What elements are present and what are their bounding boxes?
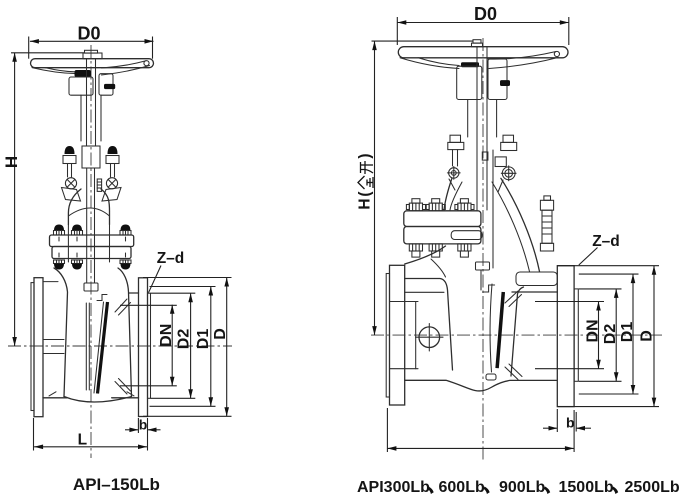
svg-text:H: H <box>2 156 21 168</box>
svg-text:API300Lb: API300Lb <box>357 479 430 496</box>
svg-text:D2: D2 <box>176 329 193 350</box>
svg-text:D: D <box>639 330 656 342</box>
svg-text:H: H <box>357 198 374 209</box>
svg-text:L: L <box>78 431 87 448</box>
svg-text:D0: D0 <box>474 4 497 24</box>
svg-text:): ) <box>357 153 374 158</box>
svg-text:DN: DN <box>158 324 175 347</box>
svg-text:2500Lb: 2500Lb <box>625 479 680 496</box>
svg-text:D2: D2 <box>602 324 619 345</box>
svg-text:Z–d: Z–d <box>592 233 620 250</box>
svg-text:D0: D0 <box>77 24 100 44</box>
svg-text:1500Lb: 1500Lb <box>559 479 614 496</box>
svg-text:D1: D1 <box>619 322 636 343</box>
svg-text:(: ( <box>357 191 374 197</box>
svg-text:600Lb: 600Lb <box>439 479 485 496</box>
svg-text:D1: D1 <box>195 329 212 350</box>
svg-text:API–150Lb: API–150Lb <box>73 475 160 494</box>
svg-text:900Lb: 900Lb <box>499 479 545 496</box>
svg-text:Z–d: Z–d <box>157 250 185 267</box>
svg-text:b: b <box>139 416 148 432</box>
svg-text:b: b <box>566 414 575 430</box>
svg-text:DN: DN <box>584 319 601 342</box>
svg-text:D: D <box>212 328 229 340</box>
